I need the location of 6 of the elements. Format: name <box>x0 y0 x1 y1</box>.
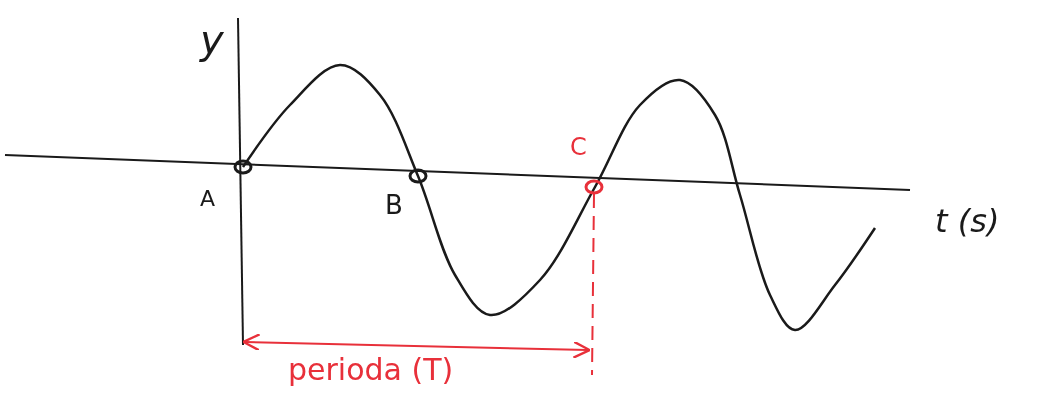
axis-label: y <box>200 20 224 60</box>
axis-label: t (s) <box>935 205 1000 237</box>
point-label: A <box>200 188 216 210</box>
dimension-label: perioda (T) <box>288 355 454 385</box>
point-label: C <box>570 135 587 159</box>
point-label: B <box>385 192 403 218</box>
